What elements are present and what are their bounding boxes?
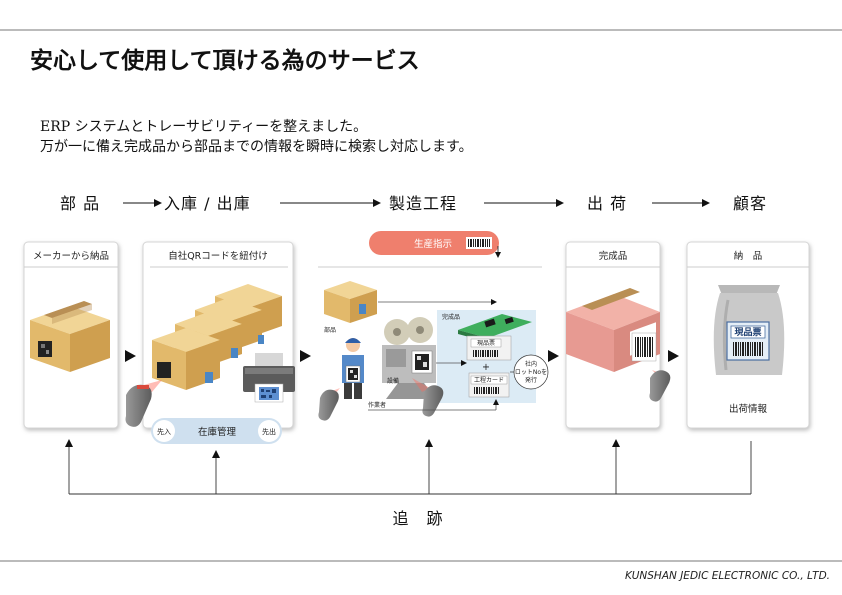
trace-label: 追 跡 [392, 509, 443, 528]
panel-qr-code: 自社QRコードを紐付け [125, 241, 295, 444]
stage-customer: 顧客 [733, 194, 767, 213]
equipment-machine-icon [382, 317, 436, 399]
panel-finished-product: 完成品 [565, 241, 671, 429]
lot-line-1: 社内 [525, 360, 537, 368]
shipping-info-label: 出荷情報 [729, 403, 768, 415]
stage-production: 製造工程 [389, 194, 457, 213]
printer-icon [243, 353, 295, 403]
worker-scanner-icon [318, 388, 340, 421]
flow-arrow-4 [668, 350, 679, 362]
production-instruction-label: 生産指示 [414, 238, 452, 250]
panel-maker-delivery: メーカーから納品 [23, 241, 119, 429]
flow-arrow-1 [125, 350, 136, 362]
lot-line-3: 発行 [525, 376, 537, 384]
fifo-out-label: 先出 [262, 427, 276, 436]
koutei-label: 工程カード [474, 376, 504, 384]
parts-box-icon [324, 281, 377, 323]
finished-barcode-icon [631, 332, 657, 362]
production-area: 生産指示 部品 完成品 現品票 + [318, 231, 549, 421]
cardboard-box-icon [30, 301, 110, 372]
panel-delivery-title: 納 品 [734, 250, 763, 262]
machine-scanner-icon [412, 378, 444, 417]
intro-line-2: 万が一に備え完成品から部品までの情報を瞬時に検索し対応します。 [40, 138, 473, 155]
panel-maker-title: メーカーから納品 [33, 250, 109, 262]
lot-line-2: ロットNoを [515, 369, 547, 376]
equipment-label: 設備 [387, 377, 399, 385]
panel-qr-title: 自社QRコードを紐付け [168, 250, 268, 262]
bag-label: 現品票 [734, 326, 761, 338]
barcode-scanner-icon [125, 380, 162, 427]
flow-arrow-2 [300, 350, 311, 362]
stacked-boxes-icon [152, 284, 282, 390]
finished-scanner-icon [649, 370, 671, 402]
page-title: 安心して使用して頂ける為のサービス [30, 47, 420, 74]
fifo-in-label: 先入 [157, 427, 171, 436]
stage-warehouse: 入庫 / 出庫 [164, 194, 251, 213]
intro-line-1: ERP システムとトレーサビリティーを整えました。 [40, 119, 367, 135]
panel-finished-title: 完成品 [599, 250, 628, 262]
product-bag-icon: 現品票 [713, 285, 785, 375]
inventory-label: 在庫管理 [198, 426, 237, 438]
finished-tag-label: 完成品 [442, 313, 460, 321]
parts-label: 部品 [324, 326, 336, 334]
panel-delivery: 納 品 現品票 出荷情報 [686, 241, 810, 429]
worker-label: 作業者 [368, 401, 386, 409]
plus-sign: + [482, 362, 490, 373]
genpin-card-icon: 現品票 [466, 335, 512, 361]
traceability-lines [65, 439, 752, 495]
instruction-barcode-icon [466, 237, 492, 249]
koutei-card-icon: 工程カード [468, 372, 510, 398]
company-name: KUNSHAN JEDIC ELECTRONIC CO., LTD. [625, 570, 830, 582]
inventory-management-pill: 先入 在庫管理 先出 [151, 418, 282, 444]
worker-icon [342, 338, 364, 399]
stage-parts: 部 品 [60, 194, 100, 213]
genpin-label: 現品票 [477, 340, 495, 347]
stage-shipping: 出 荷 [587, 194, 627, 213]
lot-number-circle: 社内 ロットNoを 発行 [510, 354, 549, 390]
flow-arrow-3 [548, 350, 559, 362]
